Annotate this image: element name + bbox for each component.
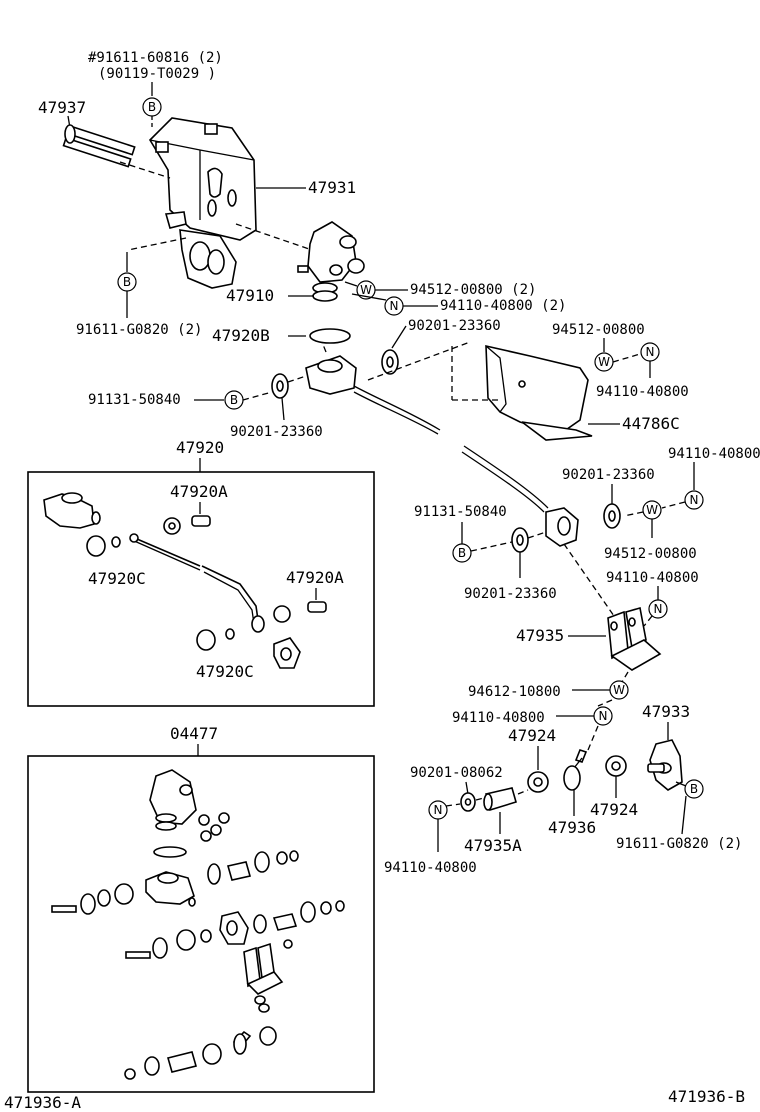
n-marker: N [648, 599, 668, 619]
box-47920 [27, 471, 375, 707]
valve-47910 [297, 221, 365, 302]
label-94110-40800-c: 94110-40800 [606, 570, 699, 586]
label-47920b: 47920B [212, 326, 270, 345]
label-94110-40800-b: 94110-40800 [668, 446, 760, 462]
note-top-a: #91611-60816 (2) [88, 50, 223, 66]
b-marker: B [117, 272, 137, 292]
label-94110-40800-r: 94110-40800 [596, 384, 689, 400]
note-top-b: (90119-T0029 ) [98, 66, 216, 82]
label-47910: 47910 [226, 286, 274, 305]
svg-text:N: N [646, 345, 655, 359]
label-47931: 47931 [308, 178, 356, 197]
label-47924-a: 47924 [508, 726, 556, 745]
joint-47933 [647, 739, 683, 791]
label-47920c-2: 47920C [196, 662, 254, 681]
n-marker: N [384, 296, 404, 316]
label-47935: 47935 [516, 626, 564, 645]
link-47936 [563, 749, 588, 791]
svg-text:N: N [390, 299, 399, 313]
b-marker: B [684, 779, 704, 799]
label-47935a: 47935A [464, 836, 522, 855]
cover-44786c [485, 344, 593, 441]
label-94110-40800-e: 94110-40800 [384, 860, 477, 876]
bracket-47931 [148, 117, 257, 289]
svg-text:B: B [230, 393, 238, 407]
n-marker: N [684, 490, 704, 510]
svg-text:B: B [458, 546, 466, 560]
clip-47920b [309, 328, 351, 344]
svg-text:N: N [434, 803, 443, 817]
svg-text:W: W [360, 283, 372, 297]
joint-cable [305, 355, 441, 435]
label-90201-23360-d: 90201-23360 [464, 586, 557, 602]
label-47936: 47936 [548, 818, 596, 837]
svg-text:B: B [123, 275, 131, 289]
nut-47920c-1 [86, 535, 106, 557]
label-94110-40800-d: 94110-40800 [452, 710, 545, 726]
svg-text:W: W [598, 355, 610, 369]
n-marker: N [640, 342, 660, 362]
label-94612-10800: 94612-10800 [468, 684, 561, 700]
n-marker: N [593, 706, 613, 726]
svg-text:B: B [148, 100, 156, 114]
label-47920c-1: 47920C [88, 569, 146, 588]
label-90201-23360-b: 90201-23360 [230, 424, 323, 440]
label-94512-00800-r: 94512-00800 [552, 322, 645, 338]
nut-47920c-2 [196, 629, 216, 651]
bracket-47935 [607, 606, 662, 671]
label-91131-50840-b: 91131-50840 [414, 504, 507, 520]
label-47924-b: 47924 [590, 800, 638, 819]
label-47937: 47937 [38, 98, 86, 117]
kit-04477 [51, 769, 345, 1080]
bushing-47920a-2 [307, 601, 327, 613]
svg-text:B: B [690, 782, 698, 796]
label-47920a-2: 47920A [286, 568, 344, 587]
w-marker: W [594, 352, 614, 372]
w-marker: W [609, 680, 629, 700]
box-04477 [27, 755, 375, 1093]
label-94512-00800-b: 94512-00800 [604, 546, 697, 562]
label-47933: 47933 [642, 702, 690, 721]
label-91611-g0820-2: 91611-G0820 (2) [616, 836, 742, 852]
joint-47920 [43, 492, 101, 529]
label-94110-40800-2: 94110-40800 (2) [440, 298, 566, 314]
w-marker: W [642, 500, 662, 520]
label-47920: 47920 [176, 438, 224, 457]
label-44786c: 44786C [622, 414, 680, 433]
label-90201-08062: 90201-08062 [410, 765, 503, 781]
rod-47920 [129, 535, 259, 621]
svg-text:N: N [690, 493, 699, 507]
footer-right: 471936-B [668, 1087, 745, 1106]
label-91131-50840-a: 91131-50840 [88, 392, 181, 408]
label-47920a-1: 47920A [170, 482, 228, 501]
b-marker: B [452, 543, 472, 563]
bushing-47920a-1 [191, 515, 211, 527]
svg-text:W: W [613, 683, 625, 697]
footer-left: 471936-A [4, 1093, 81, 1112]
label-90201-23360-c: 90201-23360 [562, 467, 655, 483]
label-04477: 04477 [170, 724, 218, 743]
n-marker: N [428, 800, 448, 820]
label-91611-g0820: 91611-G0820 (2) [76, 322, 202, 338]
b-marker: B [142, 97, 162, 117]
w-marker: W [356, 280, 376, 300]
svg-text:N: N [654, 602, 663, 616]
svg-text:W: W [646, 503, 658, 517]
label-90201-23360-a: 90201-23360 [408, 318, 501, 334]
svg-text:N: N [599, 709, 608, 723]
bolt-47937 [62, 124, 136, 168]
b-marker: B [224, 390, 244, 410]
label-94512-00800-2: 94512-00800 (2) [410, 282, 536, 298]
